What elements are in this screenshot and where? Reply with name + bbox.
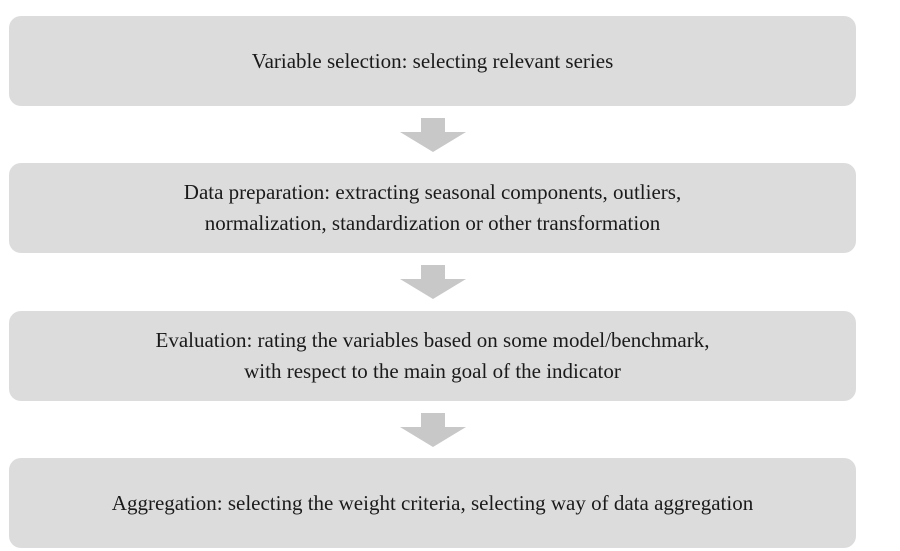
step-evaluation: Evaluation: rating the variables based o… bbox=[9, 311, 856, 401]
step-aggregation: Aggregation: selecting the weight criter… bbox=[9, 458, 856, 548]
down-arrow-icon bbox=[400, 413, 466, 447]
down-arrow-icon bbox=[400, 118, 466, 152]
step-text-line: Aggregation: selecting the weight criter… bbox=[111, 490, 754, 515]
step-data-preparation: Data preparation: extracting seasonal co… bbox=[9, 163, 856, 253]
step-text-line: with respect to the main goal of the ind… bbox=[244, 359, 621, 383]
step-text-line: Evaluation: rating the variables based o… bbox=[155, 328, 710, 352]
step-text-line: Variable selection: selecting relevant s… bbox=[251, 48, 614, 73]
down-arrow-icon bbox=[400, 265, 466, 299]
step-variable-selection: Variable selection: selecting relevant s… bbox=[9, 16, 856, 106]
step-text-line: Data preparation: extracting seasonal co… bbox=[183, 180, 682, 204]
step-text-line: normalization, standardization or other … bbox=[204, 211, 661, 235]
